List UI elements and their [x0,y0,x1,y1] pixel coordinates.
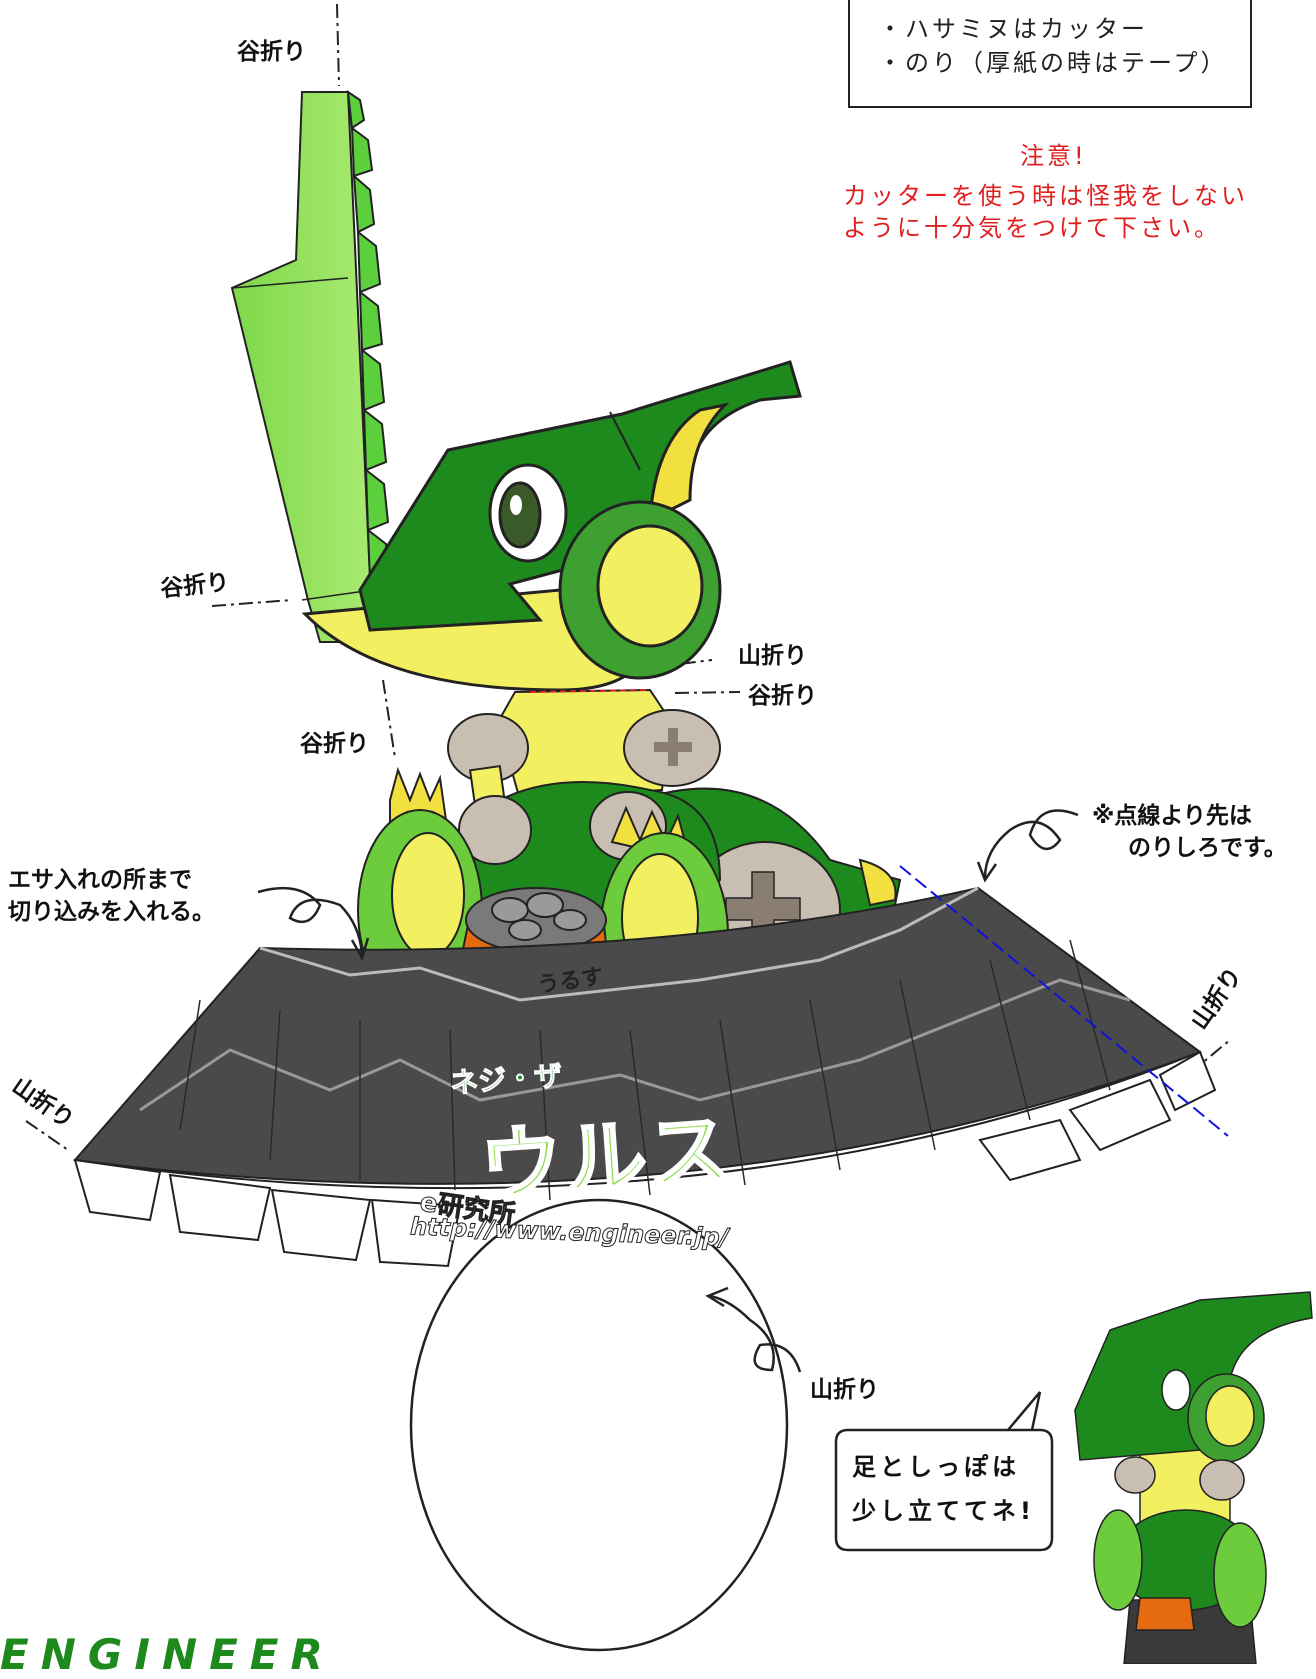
warning-title: 注意! [1020,142,1087,170]
curly-arrows [257,809,1079,1373]
glue-note-line-1: ※点線より先は [1092,803,1252,829]
fold-label-valley-neck-right: 谷折り [748,683,817,709]
speech-bubble [834,1391,1054,1552]
cut-note-line-2: 切り込みを入れる。 [8,899,215,925]
tools-box: ・ハサミヌはカッター ・のり（厚紙の時はテープ） [848,0,1252,108]
finished-model-preview [1074,1291,1313,1664]
bubble-line-2: 少し立ててネ! [852,1497,1035,1525]
tail-strip: ◇◇◇◇ [230,89,392,643]
glue-note-line-2: のりしろです。 [1128,835,1287,861]
fold-label-valley-neck-left: 谷折り [300,731,369,757]
tools-line-2: ・のり（厚紙の時はテープ） [878,49,1228,77]
cut-note-line-1: エサ入れの所まで [8,867,192,893]
fold-label-valley-top: 谷折り [237,39,306,65]
bubble-line-1: 足としっぽは [852,1453,1020,1481]
fold-label-mountain-neck: 山折り [738,643,807,669]
tools-line-1: ・ハサミヌはカッター [878,15,1148,43]
warning-line-1: カッターを使う時は怪我をしない [843,182,1248,210]
fold-label-valley-left: 谷折り [159,569,231,603]
base-circle [409,1198,789,1652]
glue-line [899,865,1229,1137]
warning-line-2: ように十分気をつけて下さい。 [843,214,1221,242]
footer-logo: ENGINEER [0,1630,335,1679]
fold-label-mountain-bottom: 山折り [810,1377,879,1403]
gear-base [73,886,1217,1268]
dino-head [301,360,802,692]
title-subtitle: ネジ・ザ [449,1059,564,1101]
